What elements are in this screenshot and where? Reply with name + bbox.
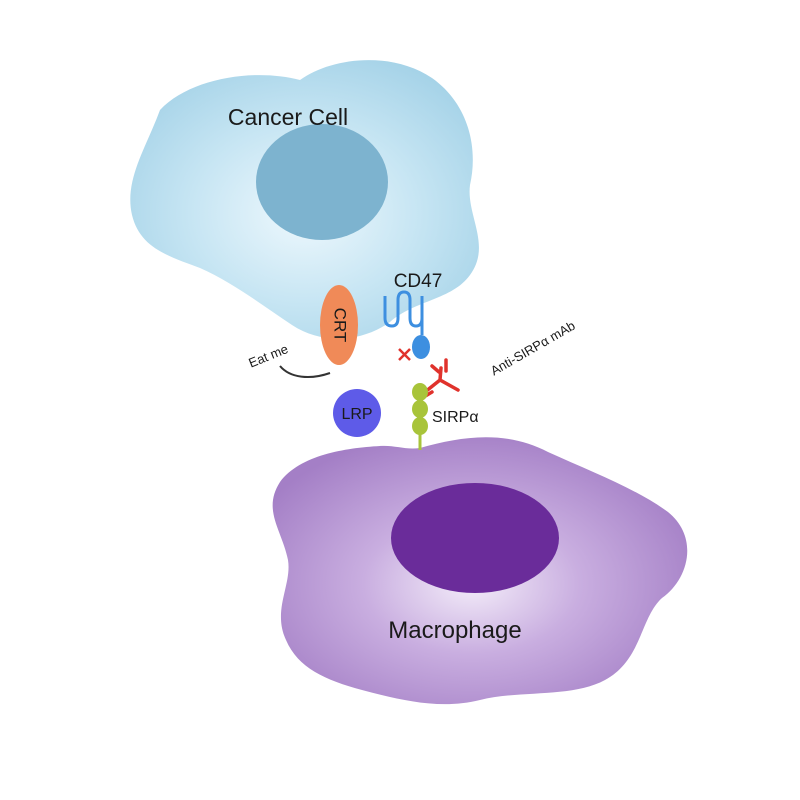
cancer-cell: Cancer Cell: [130, 60, 479, 339]
sirpa-domain-1: [412, 383, 428, 401]
cd47-receptor: CD47: [383, 271, 443, 359]
sirpa-label: SIRPα: [432, 409, 479, 426]
macrophage-nucleus: [391, 483, 559, 593]
cd47-domain: [412, 335, 430, 359]
sirpa-domain-2: [412, 400, 428, 418]
crt-label: CRT: [331, 308, 350, 343]
antibody-label: Anti-SIRPα mAb: [488, 318, 578, 378]
crt-protein: CRT: [320, 285, 358, 365]
cancer-cell-nucleus: [256, 124, 388, 240]
eat-me-arc: [279, 365, 331, 379]
cd47-label: CD47: [394, 271, 443, 292]
crt-ellipse: [320, 285, 358, 365]
lrp-circle: [333, 389, 381, 437]
cross-icon: [398, 348, 411, 361]
lrp-label: LRP: [341, 406, 372, 423]
eat-me-label: Eat me: [246, 341, 290, 370]
anti-sirpa-antibody: Anti-SIRPα mAb: [420, 318, 578, 400]
sirpa-receptor: SIRPα: [412, 383, 479, 450]
antibody-y-shape: [423, 364, 460, 394]
cd47-transmembrane: [383, 290, 424, 335]
macrophage-label: Macrophage: [388, 617, 521, 644]
eat-me-signal: Eat me: [246, 341, 331, 379]
cancer-cell-label: Cancer Cell: [228, 104, 348, 130]
macrophage: Macrophage: [272, 437, 688, 705]
lrp-receptor: LRP: [333, 389, 381, 437]
sirpa-domain-3: [412, 417, 428, 435]
